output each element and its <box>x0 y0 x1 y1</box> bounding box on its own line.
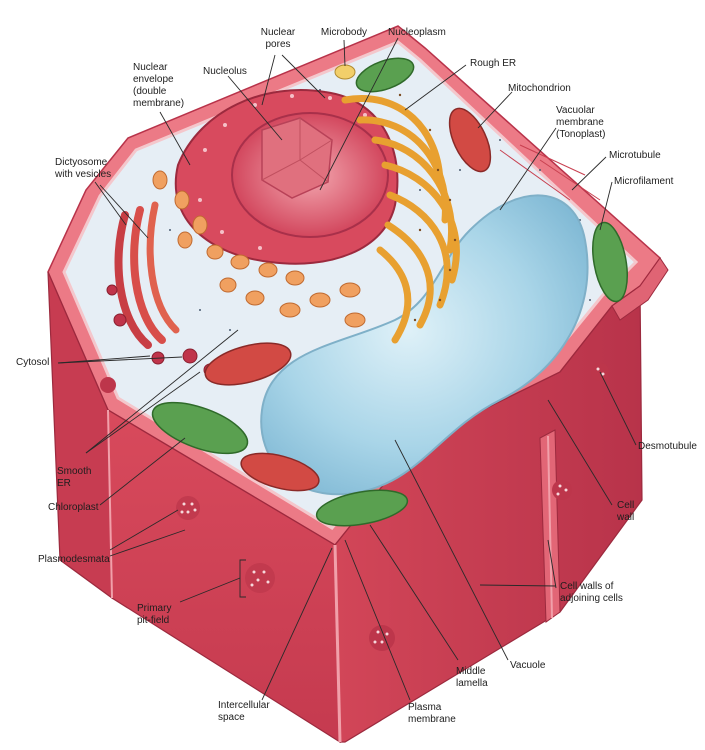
leader-cell-walls-adjoining <box>479 584 557 587</box>
leader-smooth-er <box>85 371 201 454</box>
label-microbody: Microbody <box>320 27 368 38</box>
leader-microfilament <box>599 181 613 231</box>
label-vacuolar-membrane: Vacuolar membrane (Tonoplast) <box>556 105 606 140</box>
label-microfilament: Microfilament <box>614 176 674 187</box>
leader-microbody <box>343 39 346 67</box>
label-nuclear-pores: Nuclear pores <box>260 27 296 50</box>
label-dictyosome: Dictyosome with vesicles <box>55 157 112 180</box>
label-desmotubule: Desmotubule <box>638 441 697 452</box>
nucleolus-facet <box>261 118 333 183</box>
leader-cell-walls-adjoining-2 <box>547 539 557 589</box>
leader-nuclear-envelope <box>159 111 191 166</box>
label-vacuole: Vacuole <box>510 660 546 671</box>
leader-microtubule <box>571 156 607 191</box>
label-microtubule: Microtubule <box>609 150 661 161</box>
mitochondrion-mid <box>204 342 292 386</box>
chloroplast-right <box>592 221 628 303</box>
leader-cell-wall <box>547 399 613 506</box>
leader-middle-lamella <box>369 524 459 661</box>
leader-vacuolar-membrane <box>499 127 557 211</box>
leader-rough-er <box>404 64 467 111</box>
adjoining-wall-right <box>611 257 669 321</box>
leader-nuclear-pores <box>261 54 276 106</box>
label-intercellular-space: Intercellular space <box>218 700 270 723</box>
middle-lamella-line <box>333 544 342 743</box>
label-cytosol: Cytosol <box>16 357 50 368</box>
chloroplast-bottom <box>315 489 409 527</box>
label-cell-walls-adjoining: Cell walls of adjoining cells <box>560 581 623 604</box>
rough-er <box>341 95 460 344</box>
leader-nuclear-pores-2 <box>281 54 326 99</box>
label-primary-pit-field: Primary pit-field <box>137 603 172 626</box>
label-smooth-er: Smooth ER <box>57 466 92 489</box>
label-chloroplast: Chloroplast <box>48 502 99 513</box>
leader-plasmodesmata <box>109 509 179 551</box>
leader-lines <box>57 37 637 701</box>
pit-fields <box>100 363 609 651</box>
leader-dictyosome <box>94 181 127 226</box>
nuclear-pore-dots <box>198 94 367 250</box>
cytoskeleton <box>499 144 601 201</box>
label-plasmodesmata: Plasmodesmata <box>38 554 110 565</box>
leader-nucleoplasm <box>319 37 399 191</box>
mitochondrion-low <box>240 452 320 492</box>
nucleus <box>174 89 399 265</box>
leader-dictyosome-2 <box>99 184 149 239</box>
leader-chloroplast <box>99 437 186 506</box>
vacuole-shape <box>260 194 589 496</box>
chloroplast-top <box>355 57 415 93</box>
leader-intercellular-space <box>261 547 333 701</box>
leader-cytosol-2 <box>57 356 183 364</box>
leader-desmotubule <box>599 371 637 446</box>
leader-primary-pit-field <box>179 577 241 603</box>
leader-nucleolus <box>227 75 283 141</box>
microbody-shape <box>334 64 356 80</box>
chloroplast-left <box>151 401 249 455</box>
leader-plasma-membrane <box>344 539 411 701</box>
label-plasma-membrane: Plasma membrane <box>408 702 456 725</box>
label-nuclear-envelope: Nuclear envelope (double membrane) <box>133 62 185 109</box>
leader-vacuole <box>394 439 509 661</box>
label-middle-lamella: Middle lamella <box>456 666 488 689</box>
mitochondrion-top <box>448 107 492 173</box>
leader-smooth-er-2 <box>85 329 239 454</box>
label-cell-wall: Cell wall <box>617 500 635 523</box>
ribosome-dots <box>398 93 457 322</box>
pit-field-bracket <box>239 559 246 598</box>
label-mitochondrion: Mitochondrion <box>508 83 571 94</box>
leader-mitochondrion <box>477 91 513 129</box>
leader-plasmodesmata-2 <box>109 529 186 557</box>
label-nucleoplasm: Nucleoplasm <box>388 27 446 38</box>
label-rough-er: Rough ER <box>470 58 517 69</box>
mitochondria <box>204 64 492 492</box>
middle-lamella-line-2 <box>547 435 553 619</box>
middle-lamella-line-3 <box>107 409 113 599</box>
label-nucleolus: Nucleolus <box>203 66 247 77</box>
golgi-vesicles <box>152 170 366 328</box>
chloroplasts <box>151 57 628 527</box>
